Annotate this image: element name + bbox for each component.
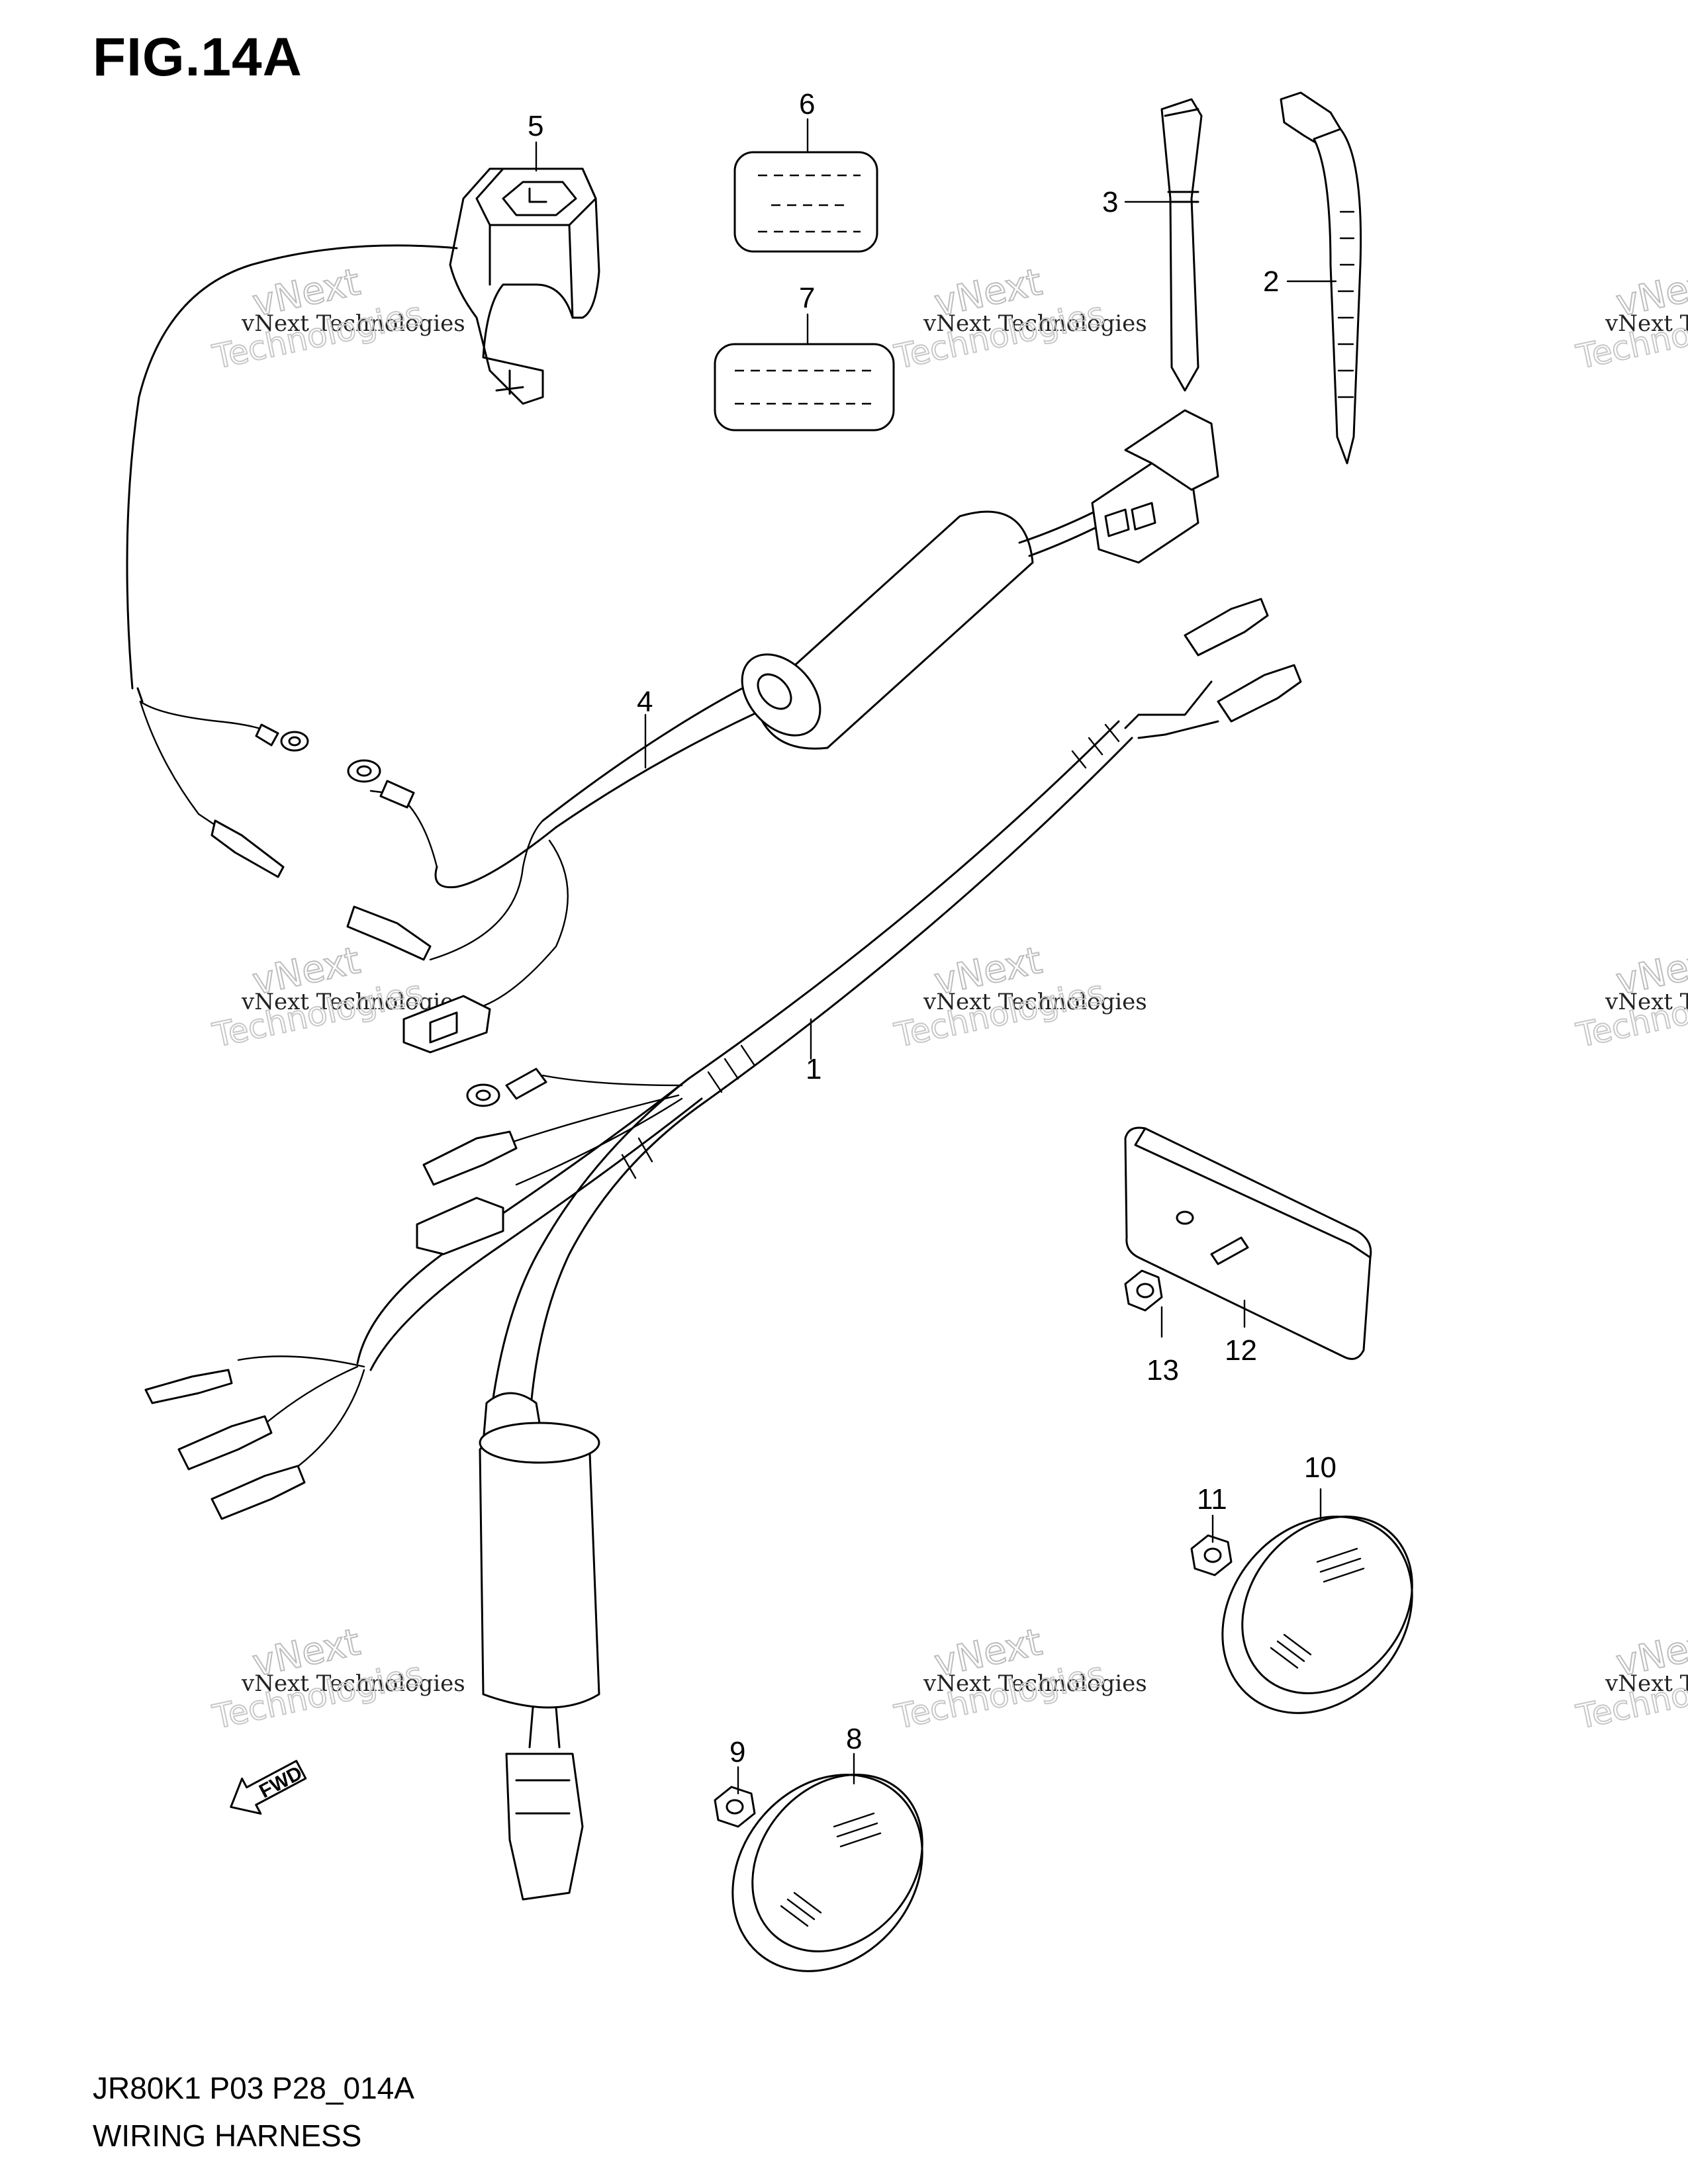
part-10-round-reflector [1221, 1516, 1413, 1714]
bullet-terminal [346, 905, 432, 961]
part-2-cable-tie [1280, 91, 1362, 465]
part-3-clamp [1160, 98, 1203, 392]
connector [402, 995, 491, 1054]
filter [479, 1430, 600, 1709]
watermark: vNext vNext Technologies Technologies [1572, 260, 1688, 377]
watermark-text: vNext Technologies [1605, 1670, 1688, 1697]
part-13-nut [1124, 1269, 1163, 1312]
part-5-handlebar-switch [449, 167, 600, 405]
callout-7: 7 [799, 282, 815, 314]
watermark-text: vNext Technologies [241, 1670, 465, 1697]
connector [416, 1197, 504, 1255]
watermark: vNext vNext Technologies Technologies [890, 938, 1147, 1056]
part-12-reflector-plate [1124, 1126, 1372, 1360]
callout-numbers: 1 2 3 4 5 6 7 8 9 10 11 12 13 [528, 88, 1336, 1768]
callout-4: 4 [637, 686, 653, 718]
part-1-wiring-harness [144, 598, 1302, 1901]
callout-13: 13 [1147, 1354, 1179, 1387]
part-7-label [714, 343, 895, 432]
figure-title: FIG.14A [93, 27, 303, 87]
part-5-cable [126, 244, 458, 690]
bullet-terminal [422, 1130, 518, 1186]
drawing-code: JR80K1 P03 P28_014A [93, 2071, 414, 2105]
callout-2: 2 [1263, 265, 1279, 298]
bullet-terminal [144, 1369, 233, 1404]
watermarks: vNext vNext Technologies Technologies vN… [209, 260, 1688, 1737]
fwd-arrow-icon: FWD [230, 1760, 307, 1815]
part-6-label [733, 151, 878, 253]
part-9-nut [714, 1786, 756, 1828]
callout-8: 8 [846, 1723, 862, 1755]
watermark: vNext vNext Technologies Technologies [209, 260, 465, 377]
leader-lines [535, 118, 1337, 1795]
watermark: vNext vNext Technologies Technologies [1572, 1620, 1688, 1737]
watermark-text: vNext Technologies [923, 1670, 1147, 1697]
watermark-text: vNext Technologies [923, 310, 1147, 337]
bullet-terminal [1184, 598, 1269, 657]
callout-9: 9 [729, 1736, 745, 1768]
part-4-main-harness [346, 409, 1219, 1054]
callout-6: 6 [799, 88, 815, 120]
bullet-terminal [211, 819, 285, 878]
callout-1: 1 [806, 1053, 821, 1085]
bullet-terminal [211, 1465, 306, 1520]
bullet-terminal [1217, 664, 1302, 723]
part-11-nut [1190, 1534, 1233, 1576]
watermark-text: vNext Technologies [241, 310, 465, 337]
watermark-text: vNext Technologies [923, 989, 1147, 1015]
watermark: vNext vNext Technologies Technologies [890, 260, 1147, 377]
watermark-text: vNext Technologies [1605, 989, 1688, 1015]
callout-11: 11 [1197, 1483, 1227, 1516]
watermark-text: vNext Technologies [1605, 310, 1688, 337]
callout-3: 3 [1102, 186, 1118, 218]
watermark: vNext vNext Technologies Technologies [1572, 938, 1688, 1056]
callout-12: 12 [1225, 1334, 1257, 1367]
part-8-round-reflector [731, 1774, 923, 1972]
watermark: vNext vNext Technologies Technologies [890, 1620, 1147, 1737]
bullet-terminal [177, 1415, 273, 1471]
callout-5: 5 [528, 110, 543, 142]
coupler [505, 1752, 584, 1901]
figure-name: WIRING HARNESS [93, 2118, 362, 2153]
callout-10: 10 [1304, 1451, 1336, 1484]
watermark: vNext vNext Technologies Technologies [209, 1620, 465, 1737]
